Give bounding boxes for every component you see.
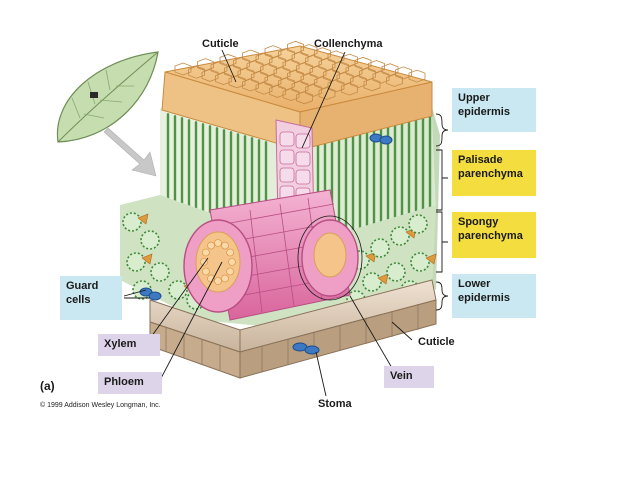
stoma-guard-cells bbox=[139, 133, 393, 355]
cuticle-bottom-label: Cuticle bbox=[418, 336, 455, 348]
guard-cells-box: Guard cells bbox=[60, 276, 122, 320]
phloem-box: Phloem bbox=[98, 372, 162, 394]
guard-cells-line1: Guard bbox=[66, 280, 99, 292]
lower-epidermis-box: Lower epidermis bbox=[452, 274, 536, 318]
stoma-label: Stoma bbox=[318, 398, 352, 410]
spongy-line2: parenchyma bbox=[458, 230, 523, 242]
palisade-box: Palisade parenchyma bbox=[452, 150, 536, 196]
xylem-box: Xylem bbox=[98, 334, 160, 356]
upper-epidermis-box: Upper epidermis bbox=[452, 88, 536, 132]
guard-cells-line2: cells bbox=[66, 294, 91, 306]
figure-letter: (a) bbox=[40, 379, 55, 393]
spongy-line1: Spongy bbox=[458, 216, 499, 228]
leaf-icon bbox=[56, 51, 159, 143]
palisade-line1: Palisade bbox=[458, 154, 503, 166]
cuticle-top-label: Cuticle bbox=[202, 38, 239, 50]
vein-bundle bbox=[183, 189, 363, 321]
lower-epidermis-slab bbox=[149, 279, 437, 379]
upper-epidermis-line1: Upper bbox=[458, 92, 490, 104]
copyright-text: © 1999 Addison Wesley Longman, Inc. bbox=[40, 402, 161, 409]
vein-box: Vein bbox=[384, 366, 434, 388]
lower-epidermis-line1: Lower bbox=[458, 278, 491, 290]
zoom-arrow bbox=[103, 127, 157, 177]
palisade-line2: parenchyma bbox=[458, 168, 523, 180]
collenchyma-label: Collenchyma bbox=[314, 38, 383, 50]
leader-lines bbox=[123, 49, 449, 397]
lower-epidermis-line2: epidermis bbox=[458, 292, 510, 304]
spongy-box: Spongy parenchyma bbox=[452, 212, 536, 258]
upper-epidermis-line2: epidermis bbox=[458, 106, 510, 118]
